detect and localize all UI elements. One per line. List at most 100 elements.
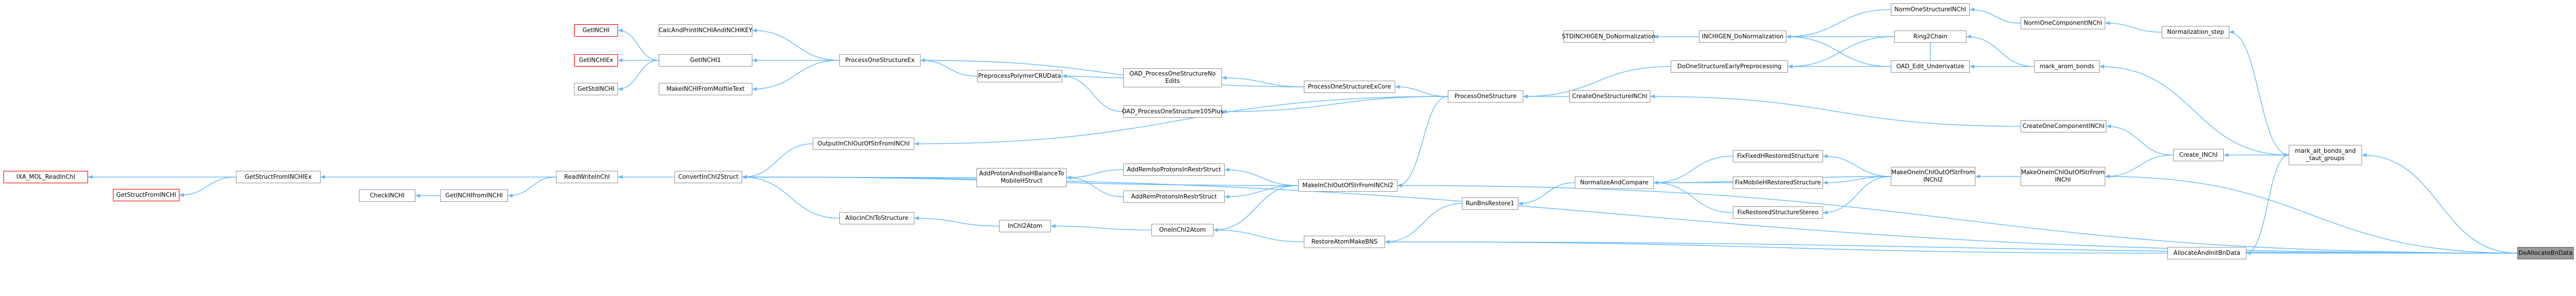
edge-restoreatommakebns-to-deallocatebndata	[1385, 240, 2518, 254]
node-processonestructureexcore[interactable]: ProcessOneStructureExCore	[1304, 81, 1395, 93]
node-oneinchi2atom[interactable]: OneInChI2Atom	[1151, 224, 1213, 236]
edge-mark_alt_bonds_and_taut_groups-to-allocateandinitbndata	[2246, 153, 2289, 254]
edge-getinchifrominchi-to-readwriteinchi	[507, 176, 557, 198]
node-outputinchioutofstrfrominchi[interactable]: OutputInChIOutOfStrFromINChI	[813, 138, 914, 150]
edge-createonecomponentinchi-to-create_inchi	[2106, 124, 2174, 156]
node-addremprotonsinrestrstruct[interactable]: AddRemProtonsInRestrStruct	[1123, 191, 1225, 203]
edge-convertinchi2struct-to-deallocatebndata	[742, 175, 2518, 254]
node-stdinchigen-donormalization[interactable]: STDINCHIGEN_DoNormalization	[1562, 30, 1655, 43]
edge-mark_arom_bonds-to-mark_alt_bonds_and_taut_groups	[2099, 64, 2289, 156]
edge-restoreatommakebns-to-allocateandinitbndata	[1385, 240, 2168, 254]
node-inchigen-donormalization[interactable]: INCHIGEN_DoNormalization	[1699, 30, 1786, 43]
node-getinchi1[interactable]: GetINCHI1	[659, 54, 752, 67]
node-readwriteinchi[interactable]: ReadWriteInChI	[556, 171, 618, 183]
edge-oneinchi2atom-to-makeinchioutofstrfrominchi2	[1213, 185, 1299, 232]
edge-doonestructureearlypreprocessing-to-ring2chain	[1788, 36, 1895, 69]
edge-normalizeandcompare-to-fixrestoredstructurestereo	[1653, 180, 1733, 213]
node-ring2chain[interactable]: Ring2Chain	[1894, 30, 1966, 43]
node-makeoneinchioutofstrfrominchi[interactable]: MakeOneInChIOutOfStrFrom INChI	[2021, 167, 2105, 186]
edge-getstdinchi-to-getinchi1	[617, 60, 659, 91]
node-processonestructureex[interactable]: ProcessOneStructureEx	[839, 54, 921, 67]
edge-convertinchi2struct-to-allocinchitostructure	[742, 175, 840, 219]
node-allocinchitostructure[interactable]: AllocInChIToStructure	[839, 212, 914, 224]
node-doonestructureearlypreprocessing[interactable]: DoOneStructureEarlyPreprocessing	[1671, 60, 1788, 73]
node-restoreatommakebns[interactable]: RestoreAtomMakeBNS	[1304, 236, 1385, 248]
node-fixmobilehrestoredstructure[interactable]: FixMobileHRestoredStructure	[1733, 176, 1823, 189]
node-processonestructure[interactable]: ProcessOneStructure	[1448, 90, 1523, 103]
edge-mark_alt_bonds_and_taut_groups-to-deallocatebndata	[2362, 153, 2518, 254]
node-getstructfrominchiex[interactable]: GetStructFromINCHIEx	[236, 171, 321, 183]
edge-allocinchitostructure-to-inchi2atom	[914, 216, 1000, 227]
edge-processonestructureexcore-to-processonestructure	[1395, 85, 1448, 97]
node-mark-alt-bonds-and-taut-groups[interactable]: mark_alt_bonds_and _taut_groups	[2289, 145, 2362, 165]
edge-calcandprintinchiandinchikey-to-processonestructureex	[752, 28, 840, 61]
node-normonestructureinchi[interactable]: NormOneStructureINChI	[1891, 3, 1970, 16]
node-mark-arom-bonds[interactable]: mark_arom_bonds	[2034, 60, 2100, 73]
node-getstructfrominchi[interactable]: GetStructFromINCHI	[113, 189, 179, 201]
node-makeinchioutofstrfrominchi2[interactable]: MakeInChIOutOfStrFromINChI2	[1298, 179, 1397, 192]
node-makeoneinchioutofstrfrominchi2[interactable]: MakeOneInChIOutOfStrFrom INChI2	[1891, 167, 1975, 186]
edge-normonestructureinchi-to-normonecomponentinchi	[1969, 7, 2021, 24]
edge-fixfixedhrestoredstructure-to-makeoneinchioutofstrfrominchi2	[1823, 154, 1891, 177]
node-oad-processonestructurenoedits[interactable]: OAD_ProcessOneStructureNo Edits	[1123, 68, 1222, 87]
edge-makeoneinchioutofstrfrominchi-to-create_inchi	[2105, 154, 2174, 179]
edge-makeinchifrommolfiletext-to-processonestructureex	[752, 60, 840, 91]
edge-addremisoprotonsinrestrstruct-to-makeinchioutofstrfrominchi2	[1224, 167, 1299, 186]
edge-inchi2atom-to-oneinchi2atom	[1050, 224, 1152, 231]
edge-convertinchi2struct-to-outputinchioutofstrfrominchi	[742, 143, 813, 179]
node-normonecomponentinchi[interactable]: NormOneComponentINChI	[2021, 17, 2105, 29]
edge-oad_processonestructurenoedits-to-processonestructureexcore	[1221, 76, 1304, 87]
edge-outputinchioutofstrfrominchi-to-processonestructure	[914, 96, 1448, 146]
node-convertinchi2struct[interactable]: ConvertInChI2Struct	[674, 171, 742, 183]
edge-getinchi-to-getinchi1	[617, 28, 659, 61]
node-normalization-step[interactable]: Normalization_step	[2162, 26, 2229, 38]
edge-makeinchioutofstrfrominchi2-to-processonestructure	[1397, 96, 1448, 188]
node-makeinchifrommolfiletext[interactable]: MakeINCHIFromMolfileText	[659, 83, 752, 95]
edge-preprocesspolymercrudata-to-oad_processonestructurenoedits	[1062, 74, 1124, 78]
edge-inchigen_donormalization-to-oad_edit_underivatize	[1786, 34, 1891, 67]
node-createonecomponentinchi[interactable]: CreateOneComponentINChI	[2021, 120, 2106, 132]
edge-processonestructureex-to-preprocesspolymercrudata	[920, 58, 978, 77]
edge-fixrestoredstructurestereo-to-makeoneinchioutofstrfrominchi2	[1823, 176, 1891, 215]
edge-inchigen_donormalization-to-normonestructureinchi	[1786, 9, 1891, 39]
node-addremisoprotonsinrestrstruct[interactable]: AddRemIsoProtonsInRestrStruct	[1123, 164, 1225, 176]
node-getinchi[interactable]: GetINCHI	[574, 24, 618, 37]
edge-fixmobilehrestoredstructure-to-makeoneinchioutofstrfrominchi2	[1823, 176, 1891, 185]
edge-normalizeandcompare-to-fixfixedhrestoredstructure	[1653, 156, 1733, 185]
node-create-inchi[interactable]: Create_INChI	[2173, 149, 2224, 161]
edge-processonestructureex-to-processonestructureexcore	[920, 58, 1304, 87]
edge-normonecomponentinchi-to-normalization_step	[2105, 21, 2162, 33]
node-oad-processonestructure105plus[interactable]: OAD_ProcessOneStructure105Plus	[1121, 105, 1224, 118]
node-fixfixedhrestoredstructure[interactable]: FixFixedHRestoredStructure	[1733, 150, 1823, 162]
node-runbnsrestore1[interactable]: RunBnsRestore1	[1462, 197, 1518, 210]
node-getstdinchi[interactable]: GetStdINCHI	[574, 83, 618, 95]
node-addprotonandisohbalancetomobilehstruct[interactable]: AddProtonAndIsoHBalanceTo MobileHStruct	[976, 168, 1067, 187]
edge-runbnsrestore1-to-normalizeandcompare	[1518, 182, 1575, 206]
edge-processonestructure-to-doonestructureearlypreprocessing	[1523, 66, 1671, 99]
node-createonestructureinchi[interactable]: CreateOneStructureINChI	[1569, 90, 1650, 103]
node-allocateandinitbndata[interactable]: AllocateAndInitBnData	[2167, 247, 2246, 259]
node-fixrestoredstructurestereo[interactable]: FixRestoredStructureStereo	[1733, 206, 1823, 219]
node-inchi2atom[interactable]: InChI2Atom	[999, 220, 1051, 232]
node-ixa-mol-readinchi[interactable]: IXA_MOL_ReadInChI	[3, 171, 88, 183]
edge-restoreatommakebns-to-runbnsrestore1	[1385, 203, 1462, 244]
node-normalizeandcompare[interactable]: NormalizeAndCompare	[1575, 176, 1654, 189]
edge-addprotonandisohbalancetomobilehstruct-to-addremprotonsinrestrstruct	[1066, 175, 1124, 197]
edge-oad_processonestructure105plus-to-processonestructure	[1221, 96, 1448, 114]
edge-normalization_step-to-mark_alt_bonds_and_taut_groups	[2229, 30, 2289, 156]
node-calcandprintinchiandinchikey[interactable]: CalcAndPrintINCHIAndINCHIKEY	[659, 24, 752, 37]
node-checkinchi[interactable]: CheckINCHI	[359, 189, 415, 202]
node-deallocatebndata[interactable]: DeAllocateBnData	[2517, 247, 2574, 259]
edge-makeoneinchioutofstrfrominchi-to-deallocatebndata	[2105, 174, 2518, 254]
edge-ring2chain-to-mark_arom_bonds	[1966, 34, 2035, 67]
node-preprocesspolymercrudata[interactable]: PreprocessPolymerCRUData	[977, 70, 1062, 82]
node-oad-edit-underivatize[interactable]: OAD_Edit_Underivatize	[1891, 60, 1970, 73]
edge-getstructfrominchi-to-getstructfrominchiex	[179, 176, 236, 197]
edge-oneinchi2atom-to-restoreatommakebns	[1213, 228, 1304, 242]
edge-makeinchioutofstrfrominchi2-to-deallocatebndata	[1397, 183, 2518, 254]
node-getinchifrominchi[interactable]: GetINCHIfromINCHI	[440, 189, 508, 202]
edge-addprotonandisohbalancetomobilehstruct-to-addremisoprotonsinrestrstruct	[1066, 169, 1124, 180]
node-getinchiex[interactable]: GetINCHIEx	[574, 54, 618, 67]
